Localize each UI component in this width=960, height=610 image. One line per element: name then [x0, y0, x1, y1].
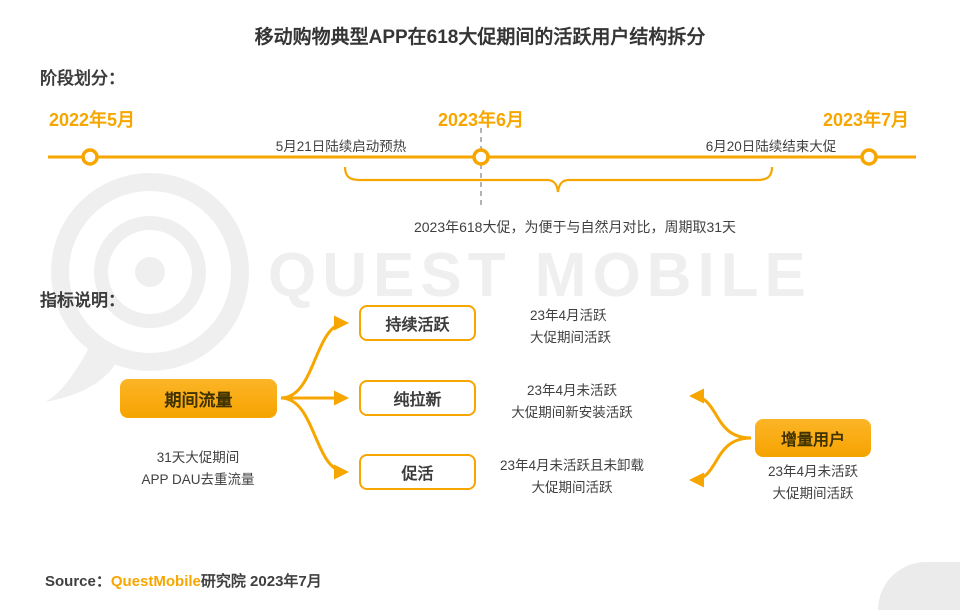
flow-source-box: 期间流量 — [120, 379, 277, 418]
flow-source-note: 31天大促期间 APP DAU去重流量 — [141, 450, 255, 488]
branch-box-pure-new: 纯拉新 — [359, 380, 476, 416]
indicator-section-label: 指标说明： — [40, 291, 125, 310]
source-prefix: Source： — [45, 573, 111, 590]
promo-end-note: 6月20日陆续结束大促 — [705, 139, 837, 154]
timeline-date-july-2023: 2023年7月 — [822, 110, 910, 130]
page-title: 移动购物典型APP在618大促期间的活跃用户结构拆分 — [254, 27, 706, 48]
preheat-note: 5月21日陆续启动预热 — [275, 139, 407, 154]
source-line: Source：QuestMobile研究院 2023年7月 — [45, 570, 322, 591]
timeline-date-june-2023: 2023年6月 — [437, 110, 525, 130]
watermark-text: QUEST MOBILE — [268, 241, 812, 310]
source-suffix: 研究院 2023年7月 — [200, 573, 322, 590]
branch-box-reactivated: 促活 — [359, 454, 476, 490]
source-brand: QuestMobile — [110, 573, 201, 590]
branch-box-continuous-active: 持续活跃 — [359, 305, 476, 341]
timeline-date-may-2022: 2022年5月 — [48, 110, 136, 130]
increment-user-note: 23年4月未活跃 大促期间活跃 — [767, 464, 859, 502]
phase-section-label: 阶段划分： — [40, 69, 125, 88]
branch-desc-reactivated: 23年4月未活跃且未卸载 大促期间活跃 — [499, 458, 645, 496]
branch-desc-pure-new: 23年4月未活跃 大促期间新安装活跃 — [511, 383, 633, 421]
branch-desc-continuous-active: 23年4月活跃 大促期间活跃 — [530, 308, 611, 346]
increment-user-box: 增量用户 — [755, 419, 871, 457]
period-note: 2023年618大促，为便于与自然月对比，周期取31天 — [413, 219, 737, 235]
